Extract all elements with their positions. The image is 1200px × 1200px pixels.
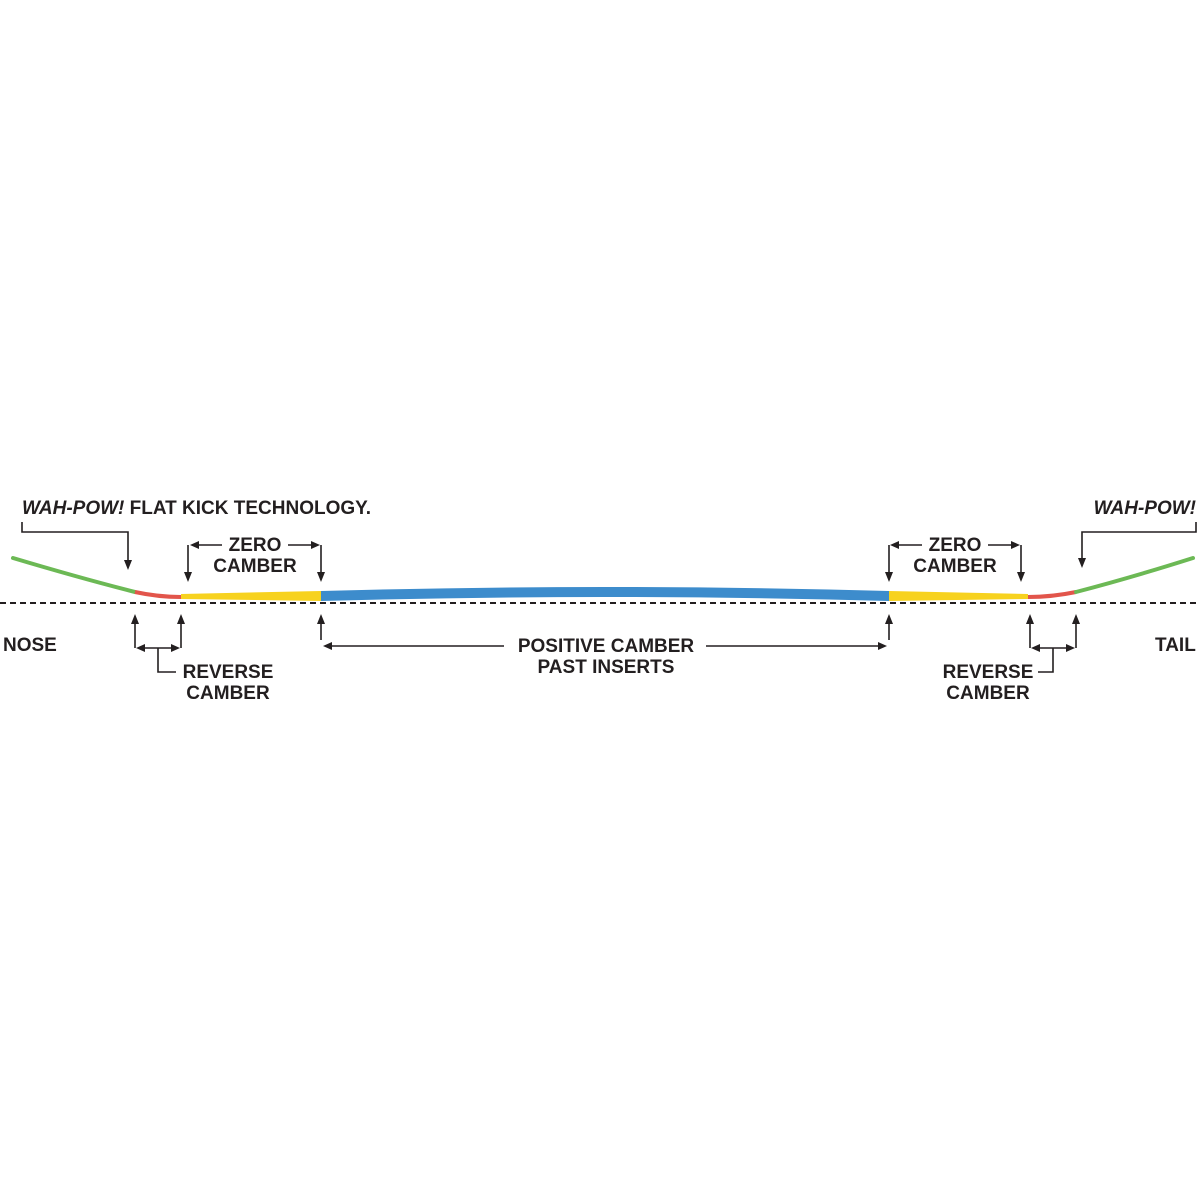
reverse-camber-left-line1: REVERSE <box>183 662 274 683</box>
nose-reverse-camber-segment <box>134 590 182 599</box>
reverse-camber-right-annotation: REVERSE CAMBER <box>943 614 1080 704</box>
reverse-camber-right-line1: REVERSE <box>943 662 1034 683</box>
zero-camber-left-line1: ZERO <box>229 535 282 556</box>
zero-camber-left-annotation: ZERO CAMBER <box>184 535 325 582</box>
tail-label: TAIL <box>1155 635 1196 656</box>
wahpow-right-label: WAH-POW! <box>1094 498 1196 519</box>
tail-flat-kick-segment <box>1074 556 1195 594</box>
zero-camber-right-annotation: ZERO CAMBER <box>885 535 1025 582</box>
positive-camber-annotation: POSITIVE CAMBER PAST INSERTS <box>317 614 893 678</box>
wahpow-right-leader <box>1078 522 1197 568</box>
reverse-camber-right-line2: CAMBER <box>946 683 1030 704</box>
nose-label: NOSE <box>3 635 57 656</box>
wahpow-brand-left: WAH-POW! <box>22 498 124 519</box>
zero-camber-right-line1: ZERO <box>929 535 982 556</box>
zero-camber-left-line2: CAMBER <box>213 556 297 577</box>
positive-camber-line1: POSITIVE CAMBER <box>518 636 695 657</box>
nose-flat-kick-segment <box>11 556 137 594</box>
zero-camber-right-line2: CAMBER <box>913 556 997 577</box>
wahpow-left-leader <box>21 522 132 570</box>
tail-reverse-camber-segment <box>1027 590 1077 599</box>
flat-kick-technology-text: FLAT KICK TECHNOLOGY. <box>124 498 371 519</box>
positive-camber-line2: PAST INSERTS <box>538 657 675 678</box>
board-profile <box>11 556 1195 601</box>
nose-zero-camber-segment <box>181 591 321 601</box>
positive-camber-segment <box>321 587 889 601</box>
wahpow-flat-kick-label: WAH-POW! FLAT KICK TECHNOLOGY. <box>22 498 371 519</box>
reverse-camber-left-line2: CAMBER <box>186 683 270 704</box>
tail-zero-camber-segment <box>889 591 1028 601</box>
reverse-camber-left-annotation: REVERSE CAMBER <box>131 614 273 704</box>
